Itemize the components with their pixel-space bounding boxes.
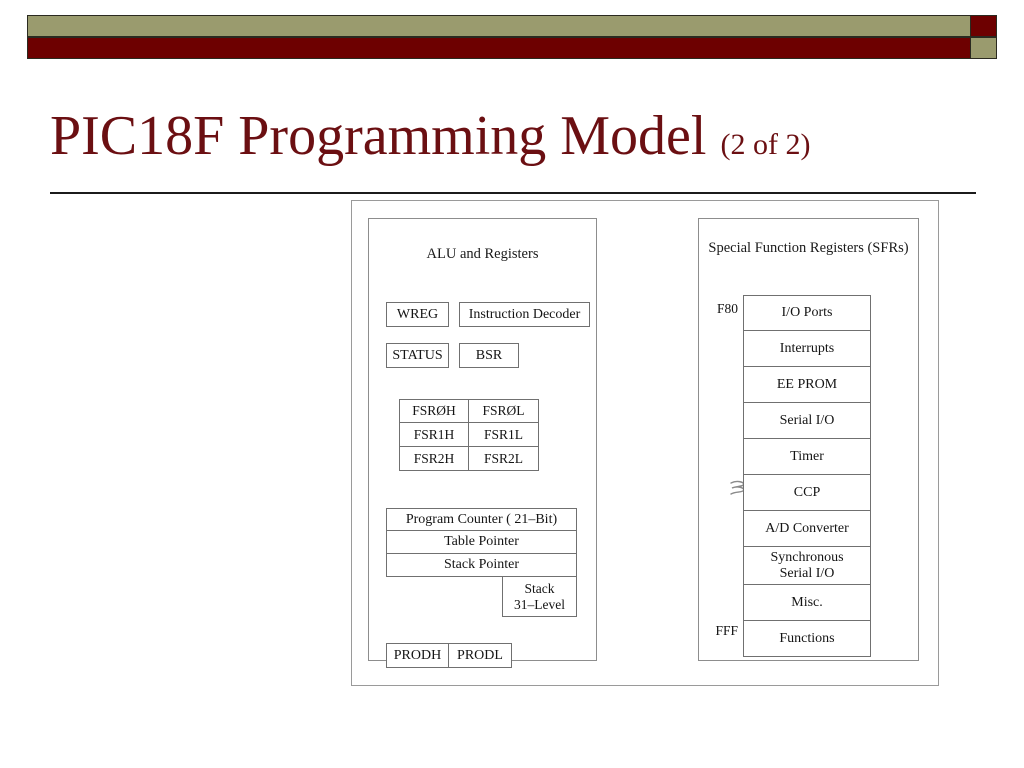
title-block: PIC18F Programming Model (2 of 2) xyxy=(50,96,980,188)
stack-31-level-block: Stack 31–Level xyxy=(502,577,577,617)
stack-pointer-block: Stack Pointer xyxy=(386,554,577,577)
page-title: PIC18F Programming Model (2 of 2) xyxy=(50,96,980,185)
fsr-row: FSR1H FSR1L xyxy=(399,423,539,447)
page-title-main: PIC18F Programming Model xyxy=(50,105,707,167)
title-underline-rule xyxy=(50,192,976,194)
fsr-row: FSRØH FSRØL xyxy=(399,399,539,423)
sfr-item-synchronous-serial-io: Synchronous Serial I/O xyxy=(743,547,871,585)
register-fsr1l: FSR1L xyxy=(469,423,539,447)
fsr-register-grid: FSRØH FSRØL FSR1H FSR1L FSR2H FSR2L xyxy=(399,399,539,471)
break-squiggle-svg xyxy=(730,480,745,495)
register-prodh: PRODH xyxy=(386,643,449,668)
sfr-list: I/O Ports Interrupts EE PROM Serial I/O … xyxy=(743,295,871,657)
sfr-item-io-ports: I/O Ports xyxy=(743,295,871,331)
banner-square-darkred xyxy=(970,15,997,37)
register-prodl: PRODL xyxy=(449,643,512,668)
register-bsr: BSR xyxy=(459,343,519,368)
banner-square-olive xyxy=(970,37,997,59)
table-pointer-block: Table Pointer xyxy=(386,531,577,554)
sfr-panel-heading: Special Function Registers (SFRs) xyxy=(708,240,909,256)
sfr-item-timer: Timer xyxy=(743,439,871,475)
diagram-outer-frame: ALU and Registers WREG Instruction Decod… xyxy=(351,200,939,686)
register-wreg: WREG xyxy=(386,302,449,327)
special-function-registers-panel: Special Function Registers (SFRs) F80 FF… xyxy=(698,218,919,661)
register-fsr0h: FSRØH xyxy=(399,399,469,423)
page-title-subtitle: (2 of 2) xyxy=(720,128,811,161)
register-fsr0l: FSRØL xyxy=(469,399,539,423)
break-squiggle-icon xyxy=(729,475,747,501)
register-fsr1h: FSR1H xyxy=(399,423,469,447)
instruction-decoder-block: Instruction Decoder xyxy=(459,302,590,327)
sfr-item-ee-prom: EE PROM xyxy=(743,367,871,403)
alu-and-registers-panel: ALU and Registers WREG Instruction Decod… xyxy=(368,218,597,668)
decorative-banner xyxy=(27,15,997,60)
banner-bar-olive xyxy=(27,15,997,37)
register-status: STATUS xyxy=(386,343,449,368)
program-counter-block: Program Counter ( 21–Bit) xyxy=(386,508,577,531)
sfr-address-end: FFF xyxy=(715,623,738,638)
sfr-item-misc: Misc. xyxy=(743,585,871,621)
alu-panel-heading: ALU and Registers xyxy=(426,246,539,262)
register-fsr2l: FSR2L xyxy=(469,447,539,471)
register-fsr2h: FSR2H xyxy=(399,447,469,471)
sfr-item-ccp: CCP xyxy=(743,475,871,511)
sfr-item-interrupts: Interrupts xyxy=(743,331,871,367)
sfr-item-functions: Functions xyxy=(743,621,871,657)
banner-bar-darkred xyxy=(27,37,997,59)
fsr-row: FSR2H FSR2L xyxy=(399,447,539,471)
sfr-item-serial-io: Serial I/O xyxy=(743,403,871,439)
sfr-item-ad-converter: A/D Converter xyxy=(743,511,871,547)
sfr-address-start: F80 xyxy=(716,301,738,316)
